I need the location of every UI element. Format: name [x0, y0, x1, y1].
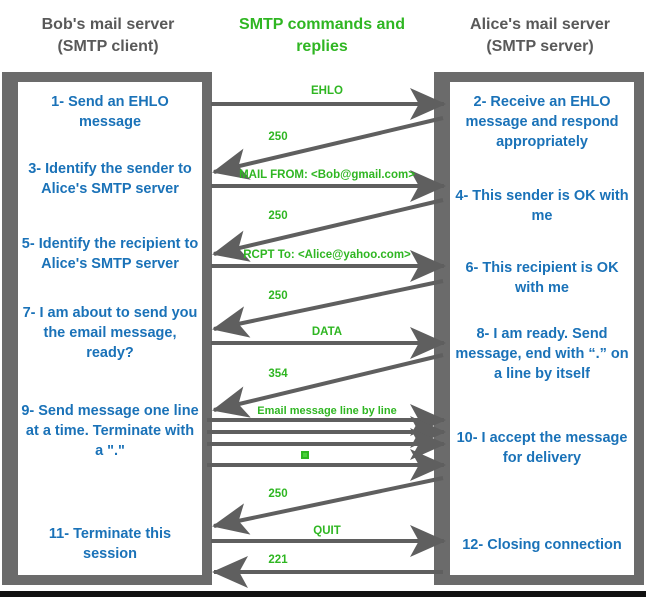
server-step-4: 4- This sender is OK with me: [455, 188, 629, 224]
server-step-6: 6- This recipient is OK with me: [465, 260, 619, 296]
middle-column-header: SMTP commands and replies: [222, 14, 422, 58]
server-column-header: Alice's mail server (SMTP server): [440, 14, 640, 58]
client-step-7: 7- I am about to send you the email mess…: [22, 305, 198, 361]
arrow-250-d: [212, 476, 444, 535]
client-panel: [18, 82, 202, 575]
label-quit: QUIT: [313, 525, 341, 537]
bottom-edge-strip: [0, 591, 646, 597]
label-mail-from: MAIL FROM: <Bob@gmail.com>: [239, 169, 415, 181]
label-221: 221: [268, 554, 288, 566]
middle-header-line1: SMTP commands and: [239, 16, 405, 33]
server-step-12: 12- Closing connection: [462, 537, 622, 553]
server-step-2: 2- Receive an EHLO message and respond a…: [465, 94, 619, 150]
label-250-c: 250: [268, 290, 288, 302]
client-header-line2: (SMTP client): [57, 38, 159, 55]
label-250-a: 250: [268, 131, 288, 143]
arrow-250-c: [212, 279, 444, 338]
server-panel: [450, 82, 634, 575]
label-354: 354: [268, 368, 288, 380]
server-header-line1: Alice's mail server: [470, 16, 610, 33]
label-ehlo: EHLO: [311, 85, 343, 97]
label-email-body: Email message line by line: [257, 405, 397, 417]
continuation-marker-icon: [301, 451, 309, 459]
client-step-11: 11- Terminate this session: [48, 526, 172, 562]
client-column-header: Bob's mail server (SMTP client): [8, 14, 208, 58]
label-250-b: 250: [268, 210, 288, 222]
arrow-354: [212, 353, 444, 418]
label-data: DATA: [311, 326, 343, 338]
client-step-9: 9- Send message one line at a time. Term…: [21, 403, 199, 459]
client-step-5: 5- Identify the recipient to Alice's SMT…: [21, 236, 199, 272]
label-250-d: 250: [268, 488, 288, 500]
server-header-line2: (SMTP server): [486, 38, 594, 55]
label-rcpt-to: RCPT To: <Alice@yahoo.com>: [243, 249, 411, 261]
server-step-8: 8- I am ready. Send message, end with “.…: [455, 326, 629, 382]
client-header-line1: Bob's mail server: [41, 16, 175, 33]
server-step-10: 10- I accept the message for delivery: [456, 430, 628, 466]
arrow-250-a: [212, 116, 444, 180]
client-step-1: 1- Send an EHLO message: [51, 94, 169, 130]
arrow-250-b: [212, 198, 444, 262]
middle-header-line2: replies: [296, 38, 348, 55]
client-step-3: 3- Identify the sender to Alice's SMTP s…: [28, 161, 192, 197]
